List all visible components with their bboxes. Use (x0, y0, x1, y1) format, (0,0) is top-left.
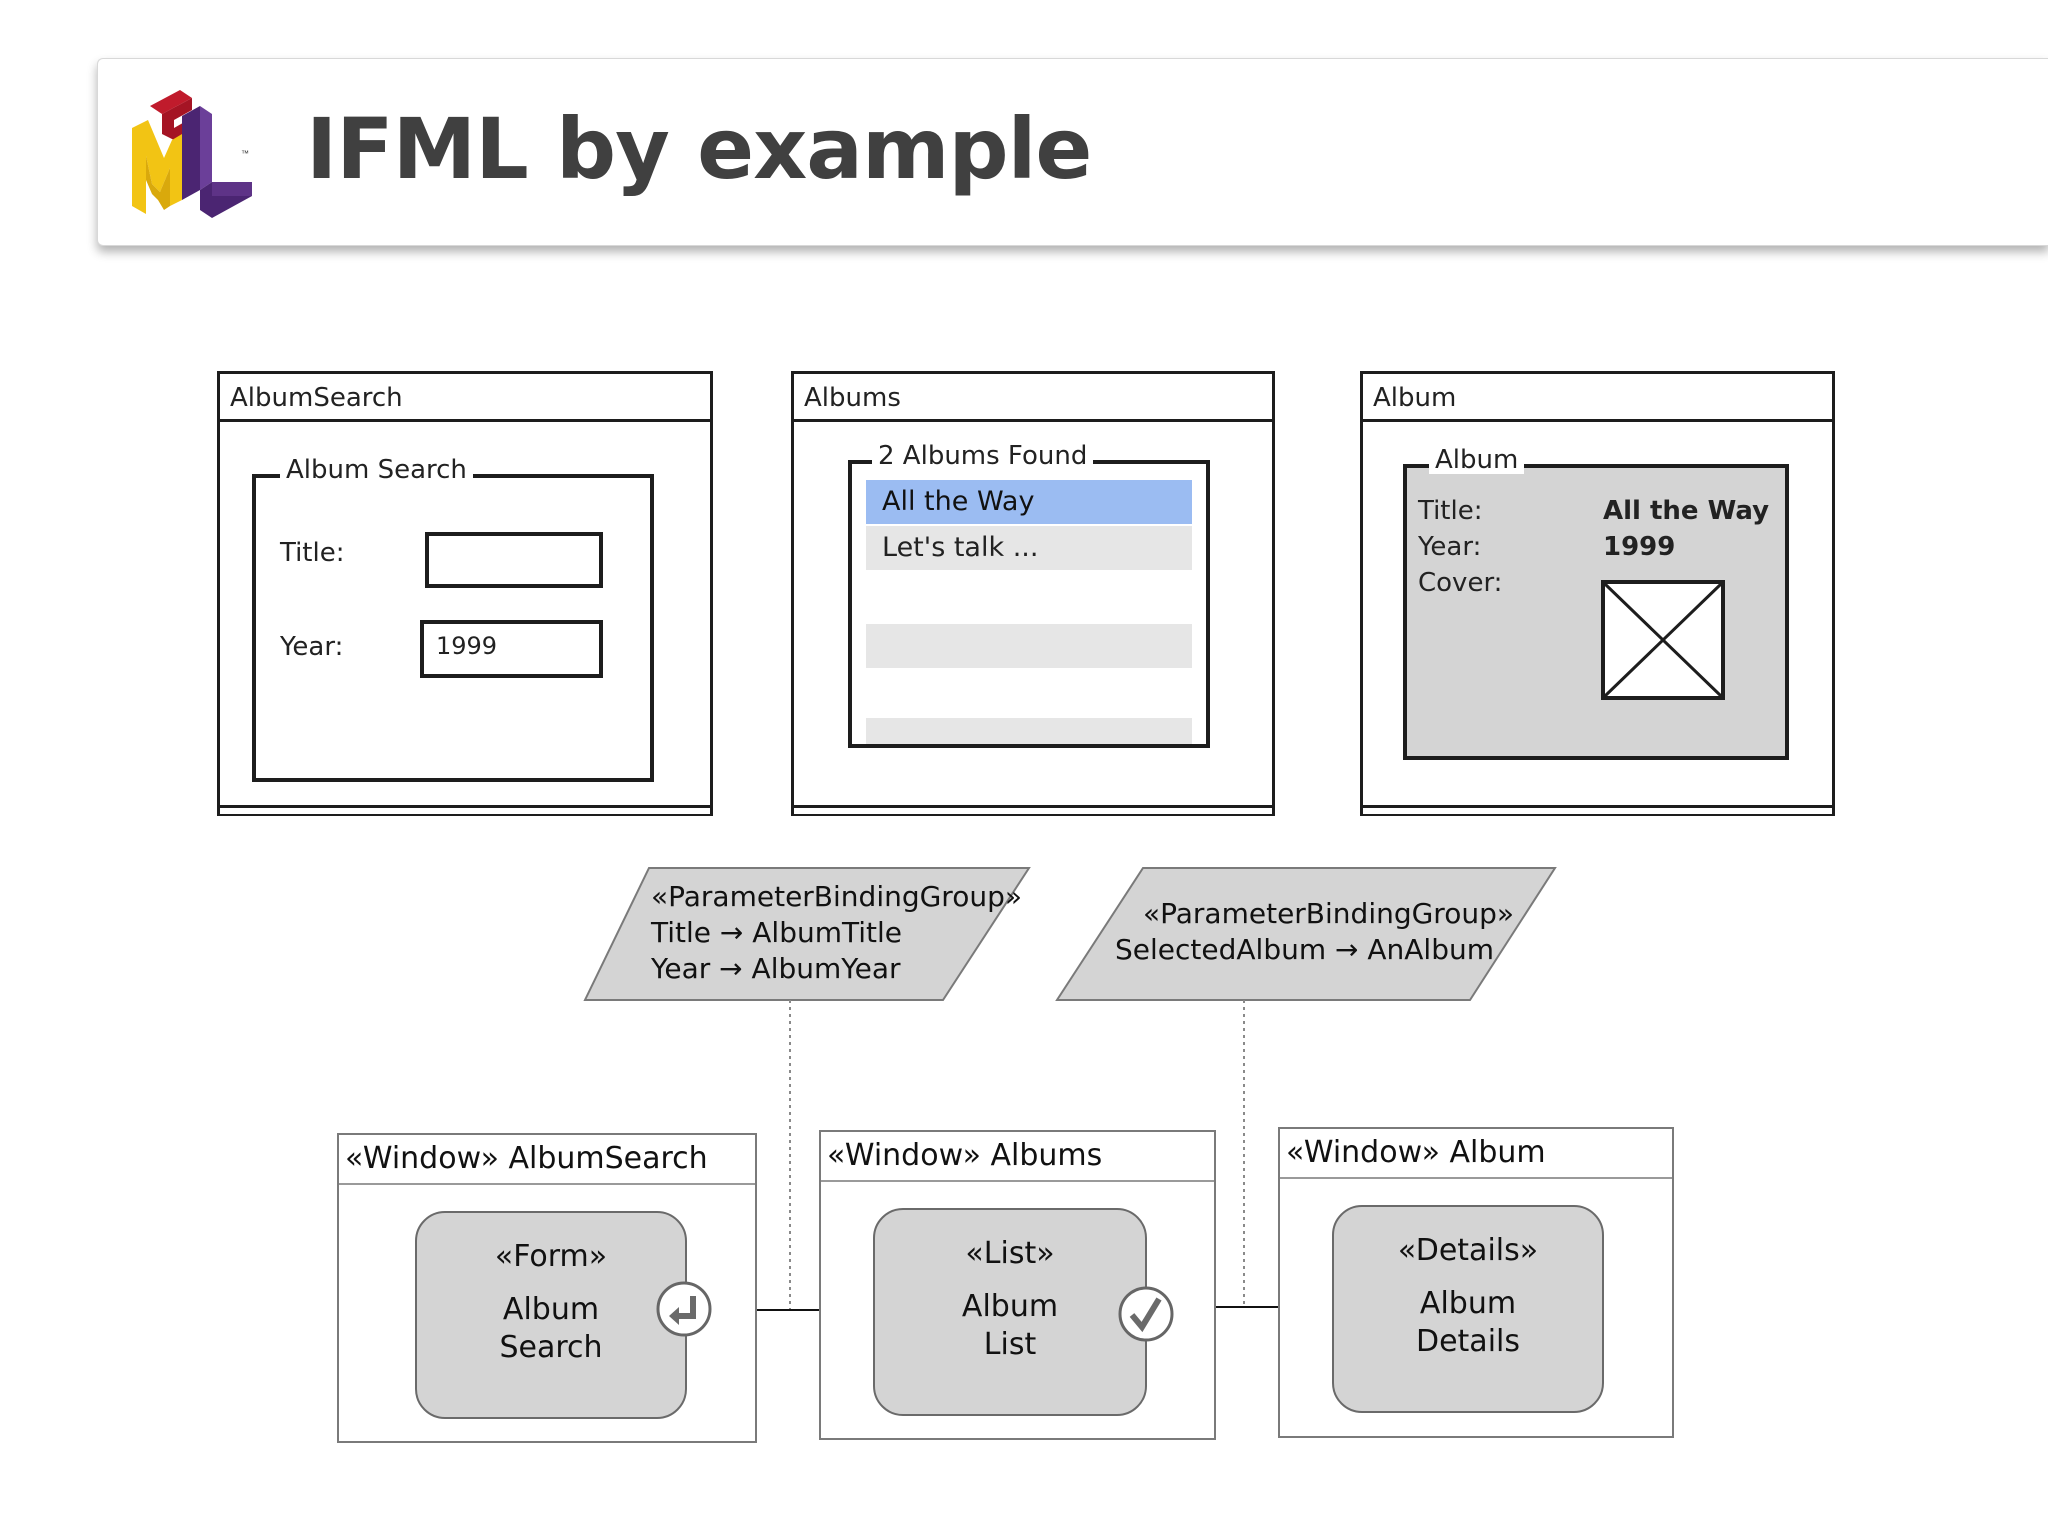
detail-title-label: Title: (1418, 496, 1483, 526)
component-name-line-2: Search (499, 1330, 603, 1365)
detail-cover-label: Cover: (1418, 568, 1503, 598)
window-album: «Window» Album «Details» Album Details (1278, 1127, 1674, 1438)
component-stereotype: «Details» (1397, 1233, 1539, 1268)
mockup-bottom-line (794, 805, 1272, 808)
component-name-line-2: List (983, 1327, 1037, 1362)
parameter-binding-group-1-line-2: Year → AlbumYear (651, 952, 901, 985)
mockup-album-window: Album Album Title: All the Way Year: 199… (1360, 371, 1835, 816)
year-input[interactable]: 1999 (420, 620, 603, 678)
component-name: Album Search (417, 1291, 685, 1367)
list-item-empty[interactable] (866, 624, 1192, 668)
mockup-window-title: AlbumSearch (220, 374, 710, 422)
window-albums: «Window» Albums «List» Album List (819, 1130, 1216, 1440)
image-placeholder-icon (1601, 580, 1725, 700)
component-name-line-1: Album (1419, 1286, 1517, 1321)
list-component-album-list[interactable]: «List» Album List (873, 1208, 1147, 1416)
logo-trademark: ™ (241, 149, 249, 158)
slide-header (97, 58, 2048, 246)
mockup-albums-list-group: All the Way Let's talk ... (848, 460, 1210, 748)
detail-title-value: All the Way (1603, 496, 1770, 526)
year-label: Year: (280, 632, 344, 662)
component-stereotype: «List» (965, 1236, 1055, 1271)
component-name-line-1: Album (961, 1289, 1059, 1324)
parameter-binding-group-1-stereotype: «ParameterBindingGroup» (651, 880, 1022, 913)
parameter-binding-group-1-line-1: Title → AlbumTitle (651, 916, 903, 949)
checkmark-icon[interactable] (1117, 1285, 1175, 1343)
parameter-binding-group-2-stereotype: «ParameterBindingGroup» (1143, 897, 1514, 930)
mockup-group-legend: Album Search (280, 456, 473, 484)
title-input[interactable] (425, 532, 603, 588)
mockup-group-legend: 2 Albums Found (872, 442, 1094, 470)
window-album-search: «Window» AlbumSearch «Form» Album Search (337, 1133, 757, 1443)
list-item[interactable]: Let's talk ... (866, 526, 1192, 570)
mockup-window-title: Album (1363, 374, 1832, 422)
parameter-binding-group-2-line-1: SelectedAlbum → AnAlbum (1115, 933, 1494, 966)
mockup-bottom-line (220, 805, 710, 808)
component-name: Album Details (1334, 1285, 1602, 1361)
component-name: Album List (875, 1288, 1145, 1364)
mockup-albums-window: Albums All the Way Let's talk ... 2 Albu… (791, 371, 1275, 816)
mockup-window-title: Albums (794, 374, 1272, 422)
component-name-line-2: Details (1415, 1324, 1520, 1359)
parameter-binding-group-1-shape (583, 867, 1031, 1001)
detail-year-value: 1999 (1603, 532, 1676, 562)
window-title: «Window» AlbumSearch (339, 1135, 755, 1185)
ifml-logo-icon (132, 90, 252, 218)
parameter-binding-group-2-shape (1055, 867, 1557, 1001)
enter-return-icon[interactable] (655, 1280, 713, 1338)
list-item-selected[interactable]: All the Way (866, 480, 1192, 524)
component-stereotype: «Form» (494, 1239, 608, 1274)
title-label: Title: (280, 538, 345, 568)
component-name-line-1: Album (502, 1292, 600, 1327)
mockup-bottom-line (1363, 805, 1832, 808)
window-title: «Window» Albums (821, 1132, 1214, 1182)
slide-title: IFML by example (306, 100, 1092, 198)
mockup-group-legend: Album (1429, 446, 1525, 474)
form-component-album-search[interactable]: «Form» Album Search (415, 1211, 687, 1419)
list-item-empty[interactable] (866, 718, 1192, 744)
window-title: «Window» Album (1280, 1129, 1672, 1179)
detail-year-label: Year: (1418, 532, 1482, 562)
mockup-album-search-window: AlbumSearch Album Search Title: Year: 19… (217, 371, 713, 816)
details-component-album-details[interactable]: «Details» Album Details (1332, 1205, 1604, 1413)
